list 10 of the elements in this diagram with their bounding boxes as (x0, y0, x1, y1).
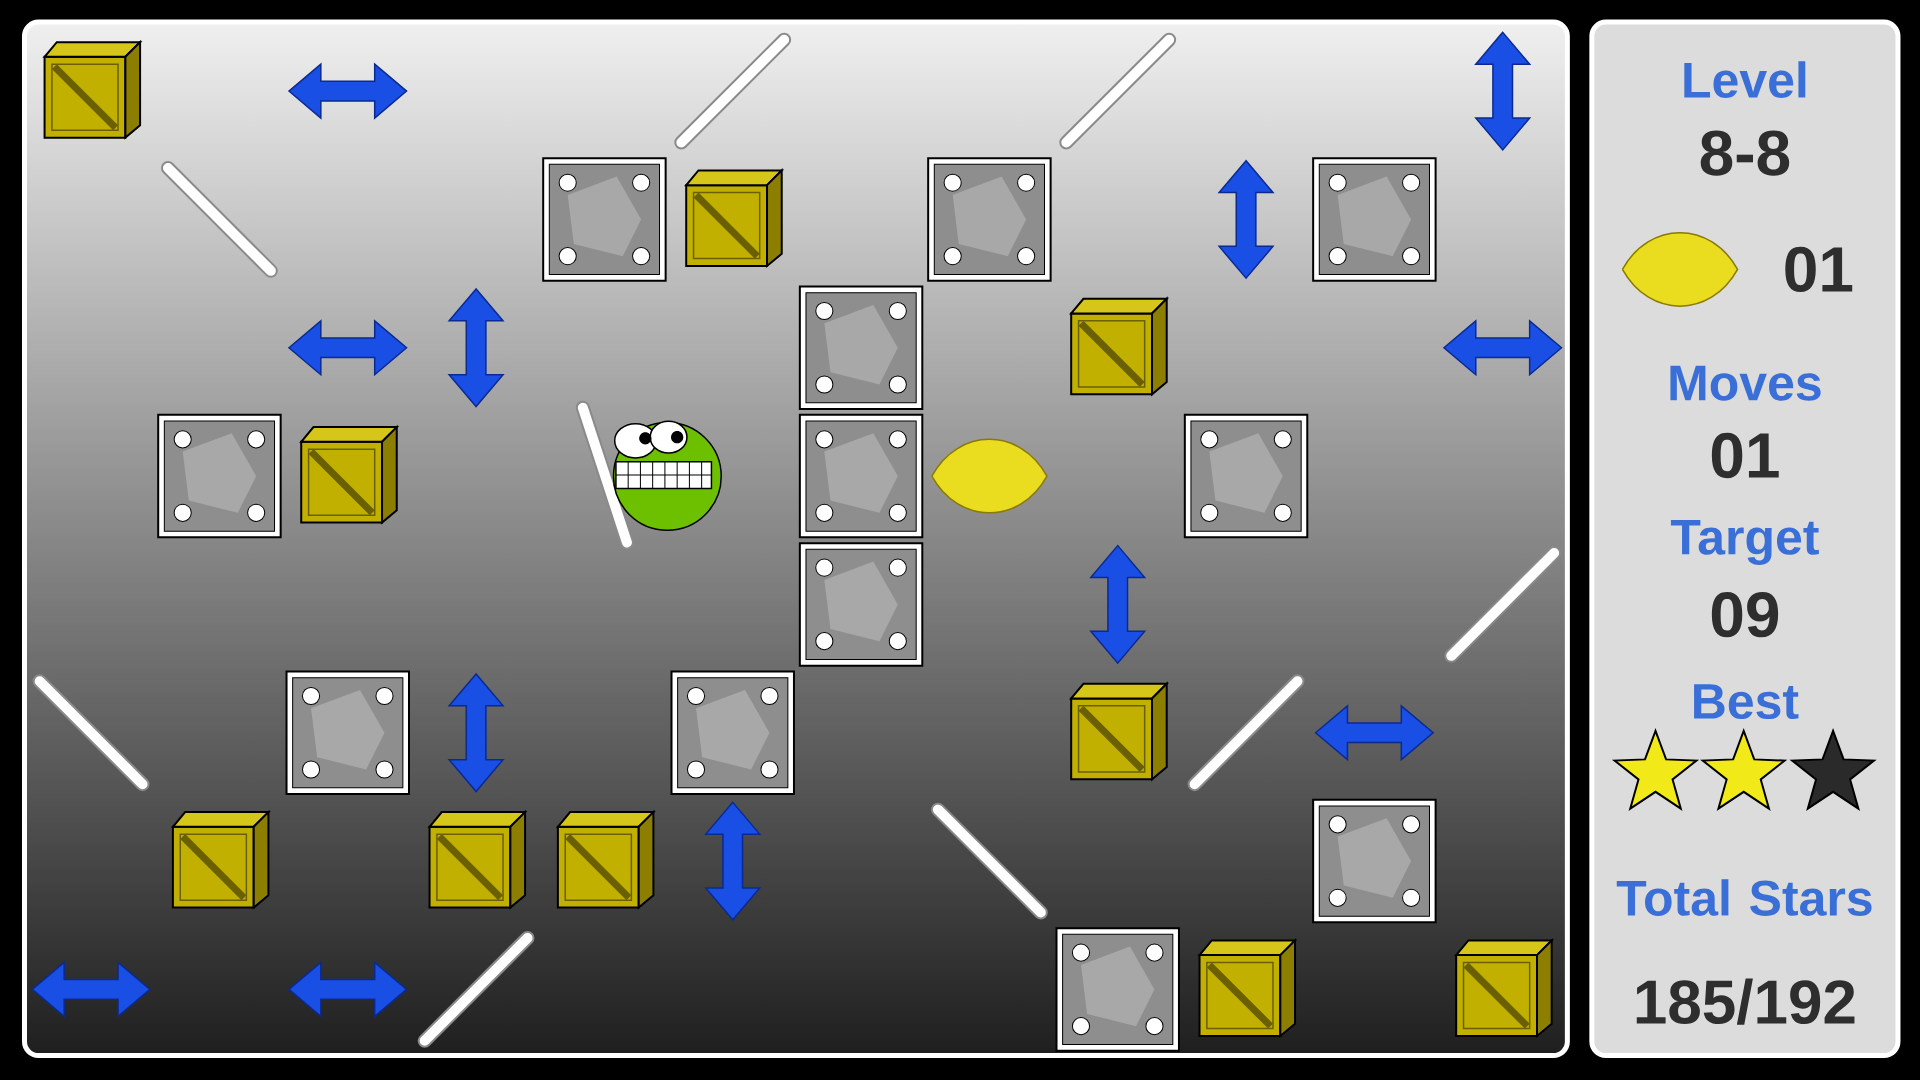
heading-text: Moves (1670, 365, 1821, 401)
counter-number: 8-8 (1700, 130, 1790, 176)
counter-number: 185/192 (1636, 978, 1855, 1025)
counter-number: 01 (1785, 246, 1853, 293)
heading-text: Level (1684, 61, 1806, 98)
heading-text: Best (1694, 684, 1799, 720)
heading-text: Target (1670, 519, 1819, 565)
counter-number: 09 (1711, 592, 1779, 638)
counter-number: 01 (1711, 432, 1779, 479)
heading-text: Total Stars (1616, 879, 1872, 916)
